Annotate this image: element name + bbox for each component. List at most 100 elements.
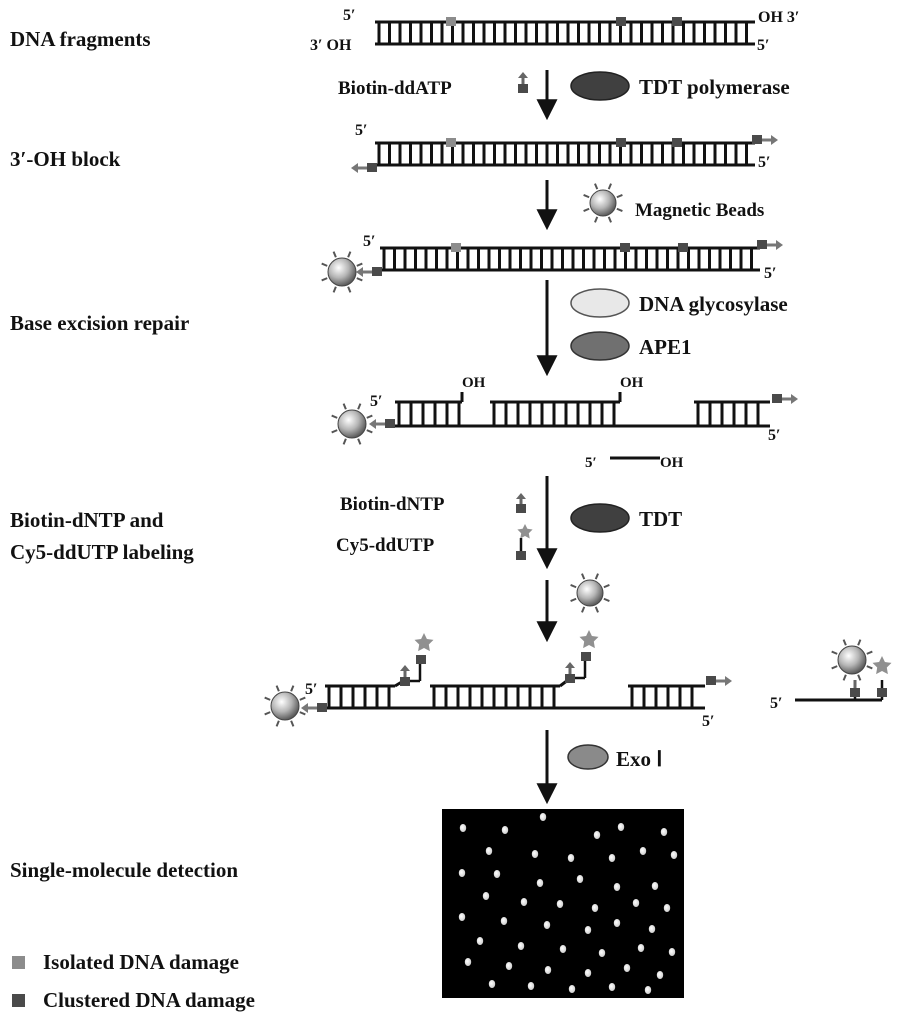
fluorescent-spot: [465, 958, 471, 966]
step-oh-block: 3′-OH block: [10, 146, 120, 172]
cy5-ddutp-icon: [516, 524, 533, 560]
fluorescent-spot: [609, 983, 615, 991]
biotin-arrow-head: [351, 163, 358, 173]
fluorescent-spot: [477, 937, 483, 945]
bead-spike: [265, 712, 271, 714]
bead-spike: [595, 184, 597, 190]
fluorescent-spot: [592, 904, 598, 912]
label-5prime: 5′: [768, 427, 781, 444]
cy5-square: [516, 551, 526, 560]
fluorescent-spot: [669, 948, 675, 956]
clustered-damage-mark: [620, 243, 630, 252]
fluorescent-spot: [494, 870, 500, 878]
bead-spike: [867, 652, 873, 654]
bead-spike: [609, 217, 611, 223]
fluorescent-spot: [486, 847, 492, 855]
label-oh: OH: [660, 455, 684, 471]
bead-spike: [609, 184, 611, 190]
clustered-damage-mark: [616, 17, 626, 26]
fluorescent-spot: [540, 813, 546, 821]
fluorescent-spot: [502, 826, 508, 834]
biotin-block-square: [706, 676, 716, 685]
ape1-icon: [571, 332, 629, 360]
tdt-icon: [571, 504, 629, 532]
legend-clustered: Clustered DNA damage: [12, 988, 255, 1013]
bead-spike: [322, 278, 328, 280]
biotin-arrow-head: [356, 267, 363, 277]
bead-spike: [367, 430, 373, 432]
biotin-square: [850, 688, 860, 697]
label-biotin-dntp: Biotin-dNTP: [340, 494, 445, 515]
bead-spike: [844, 675, 846, 681]
biotin-arrow-head: [776, 240, 783, 250]
label-5prime: 5′: [370, 393, 383, 410]
label-3oh: 3′ OH: [310, 37, 352, 54]
biotin-block-square: [385, 419, 395, 428]
biotin-dntp-icon: [516, 493, 526, 513]
step-dna-fragments: DNA fragments: [10, 26, 151, 52]
bead-spike: [277, 721, 279, 727]
magnetic-bead-icon: [584, 184, 623, 223]
biotin-square: [565, 674, 575, 683]
fluorescent-spot: [560, 945, 566, 953]
magnetic-bead-icon: [265, 686, 306, 727]
fluorescent-spot: [633, 899, 639, 907]
bead-spike: [596, 574, 598, 580]
fluorescent-spot: [460, 824, 466, 832]
bead-spike: [332, 416, 338, 418]
bead-spike: [604, 599, 610, 601]
biotin-arrow-head: [369, 419, 376, 429]
label-5prime: 5′: [764, 265, 777, 282]
fluorescent-spot: [609, 854, 615, 862]
bead-spike: [844, 640, 846, 646]
bead-spike: [358, 439, 360, 445]
biotin-block-square: [752, 135, 762, 144]
step-labeling-line1: Biotin-dNTP and: [10, 507, 163, 533]
fluorescent-spot: [532, 850, 538, 858]
label-cy5-ddutp: Cy5-ddUTP: [336, 535, 435, 556]
magnetic-bead-icon: [322, 252, 363, 293]
isolated-damage-mark: [446, 138, 456, 147]
fluorescent-spot: [568, 854, 574, 862]
biotin-block-square: [757, 240, 767, 249]
fluorescent-spot: [594, 831, 600, 839]
step-base-excision-repair: Base excision repair: [10, 310, 189, 336]
biotin-square: [400, 677, 410, 686]
bead-spike: [584, 195, 590, 197]
fluorescent-spot: [638, 944, 644, 952]
fluorescent-spot: [544, 921, 550, 929]
bead-spike: [357, 264, 363, 266]
label-5prime: 5′: [363, 233, 376, 250]
bead-spike: [858, 640, 860, 646]
label-ape1: APE1: [639, 335, 692, 359]
bead-spike: [291, 721, 293, 727]
isolated-damage-mark: [451, 243, 461, 252]
bead-spike: [596, 607, 598, 613]
bead-spike: [348, 287, 350, 293]
fluorescent-spot: [652, 882, 658, 890]
bead-spike: [300, 698, 306, 700]
cy5-square: [581, 652, 591, 661]
fluorescent-spot: [557, 900, 563, 908]
biotin-arrow-head: [565, 662, 575, 668]
dna-glycosylase-icon: [571, 289, 629, 317]
bead-sphere: [590, 190, 616, 216]
exo-i-icon: [568, 745, 608, 769]
bead-spike: [334, 287, 336, 293]
fluorescent-spot: [569, 985, 575, 993]
clustered-damage-mark: [678, 243, 688, 252]
fluorescent-spot: [483, 892, 489, 900]
cy5-star: [517, 524, 532, 539]
fluorescent-spot: [614, 919, 620, 927]
label-5prime: 5′: [770, 695, 783, 712]
biotin-ddatp-icon: [518, 72, 528, 93]
fluorescent-spot: [577, 875, 583, 883]
fluorescent-spot: [585, 969, 591, 977]
bead-spike: [367, 416, 373, 418]
bead-spike: [832, 652, 838, 654]
biotin-arrow-head: [725, 676, 732, 686]
cy5-star: [580, 630, 599, 648]
clustered-damage-mark: [672, 17, 682, 26]
cy5-label-site: [400, 630, 599, 686]
bead-spike: [265, 698, 271, 700]
